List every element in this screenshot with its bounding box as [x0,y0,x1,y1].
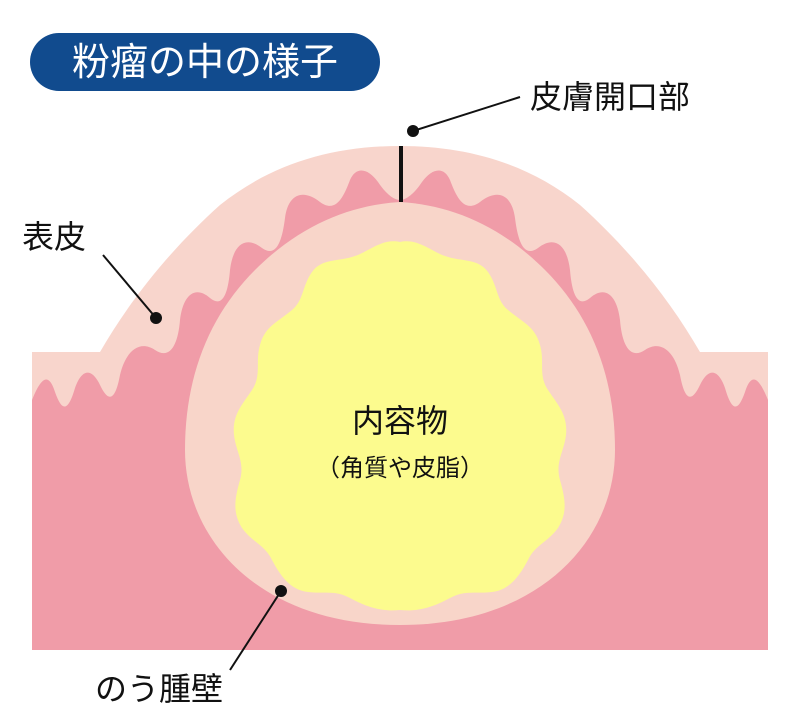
epidermis-label: 表皮 [22,218,86,256]
title-text: 粉瘤の中の様子 [72,40,338,84]
wall-leader-dot [275,585,287,597]
epidermis-leader-dot [150,312,162,324]
epidermis-leader-line [102,254,157,319]
wall-label: のう腫壁 [95,670,223,708]
contents-sublabel: （角質や皮脂） [316,454,484,482]
opening-label: 皮膚開口部 [530,78,690,116]
cyst-contents [233,241,567,611]
contents-label: 内容物 [352,402,448,440]
opening-leader-line [412,96,521,132]
title-badge [30,33,380,91]
opening-leader-dot [407,125,419,137]
wall-leader-line [229,590,282,671]
